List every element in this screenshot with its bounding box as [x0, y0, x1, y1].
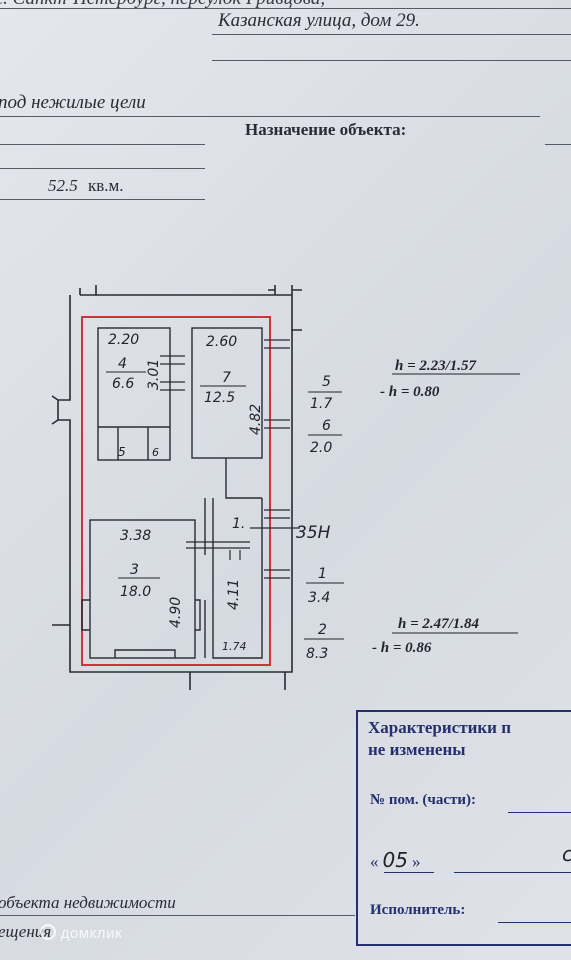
room-4-area-label: 6.6 [112, 376, 134, 392]
area-rule [0, 199, 205, 200]
stamp-room-rule [508, 812, 571, 813]
note-1-label: 1 [318, 566, 327, 582]
usage-rule [0, 116, 540, 117]
stamp-executor-label: Исполнитель: [370, 902, 466, 918]
left-rule-2 [0, 168, 205, 169]
outer-walls [51, 285, 302, 690]
top-rule [0, 8, 571, 9]
stamp-partial-handwriting: с [562, 842, 571, 866]
area-unit: кв.м. [88, 176, 124, 195]
note-5-area-label: 1.7 [310, 396, 332, 412]
watermark-text: домклик [60, 925, 123, 942]
room-3-number-label: 3 [130, 562, 139, 578]
usage-line: под нежилые цели [0, 92, 146, 113]
wc-walls [98, 426, 170, 460]
stamp-box: Характеристики п не изменены № пом. (час… [356, 710, 571, 946]
stamp-number-rule [454, 872, 571, 873]
height-lower-label: h = 2.47/1.84 [398, 616, 480, 632]
stamp-number-value: 05 [382, 848, 408, 872]
top-partial-address: г. Санкт-Петербург, переулок Гривцова, [0, 0, 325, 10]
stamp-title: Характеристики п [368, 718, 511, 737]
height-upper-sub-label: - h = 0.80 [380, 384, 440, 400]
note-2-label: 2 [318, 622, 327, 638]
stamp-number-underline [384, 872, 434, 873]
room-3-area-label: 18.0 [120, 584, 151, 600]
corridor-2-width-label: 1.74 [222, 640, 247, 653]
wc-5-label: 5 [118, 445, 126, 459]
stamp-subtitle: не изменены [368, 740, 466, 759]
height-upper-label: h = 2.23/1.57 [395, 358, 477, 374]
address-line: Казанская улица, дом 29. [218, 10, 420, 31]
height-lower-sub-label: - h = 0.86 [372, 640, 432, 656]
area-number: 52.5 [48, 176, 78, 195]
note-5-label: 5 [322, 374, 331, 390]
corridor-1-label: 1. [232, 516, 245, 532]
watermark-logo-icon [40, 924, 56, 940]
room-7-area-label: 12.5 [204, 390, 235, 406]
address-rule-2 [212, 60, 571, 61]
door-35-label: 35Н [296, 523, 331, 543]
wc-6-label: 6 [152, 446, 159, 459]
window-marks [160, 339, 300, 579]
room-3-length-label: 4.90 [168, 597, 184, 628]
note-2-area-label: 8.3 [306, 646, 328, 662]
stamp-number-row: «05» [370, 848, 420, 872]
corridor-walls [204, 458, 263, 659]
left-rule-1 [0, 144, 205, 145]
floor-plan: 2.20 4 6.6 3.01 5 6 2.60 7 12.5 4.82 1. … [51, 285, 520, 690]
note-1-area-label: 3.4 [308, 590, 330, 606]
room-4-width-label: 2.20 [108, 332, 139, 348]
bottom-object-text: объекта недвижимости [0, 893, 176, 912]
note-6-area-label: 2.0 [310, 440, 332, 456]
room-3-outline [89, 519, 196, 659]
stamp-quote-open: « [370, 852, 379, 871]
corridor-2-length-label: 4.11 [226, 579, 242, 610]
watermark: домклик [40, 924, 122, 942]
purpose-label: Назначение объекта: [245, 120, 407, 139]
room-7-width-label: 2.60 [206, 334, 237, 350]
bottom-rule [0, 915, 355, 916]
room-4-number-label: 4 [118, 356, 127, 372]
address-rule [212, 34, 571, 35]
stamp-quote-close: » [411, 852, 421, 871]
purpose-rule [545, 144, 571, 145]
red-boundary [81, 316, 271, 666]
stamp-room-label: № пом. (части): [370, 792, 477, 808]
stamp-executor-rule [498, 922, 571, 923]
room-4-length-label: 3.01 [146, 359, 162, 390]
room-7-number-label: 7 [222, 370, 231, 386]
room-3-width-label: 3.38 [120, 528, 151, 544]
room-7-outline [191, 327, 263, 459]
bottom-partial-text: ещения [0, 922, 52, 941]
room-walls [81, 327, 263, 659]
room-4-outline [97, 327, 171, 461]
area-value: 52.5 кв.м. [48, 176, 124, 196]
room-7-length-label: 4.82 [248, 404, 264, 435]
note-6-label: 6 [322, 418, 331, 434]
